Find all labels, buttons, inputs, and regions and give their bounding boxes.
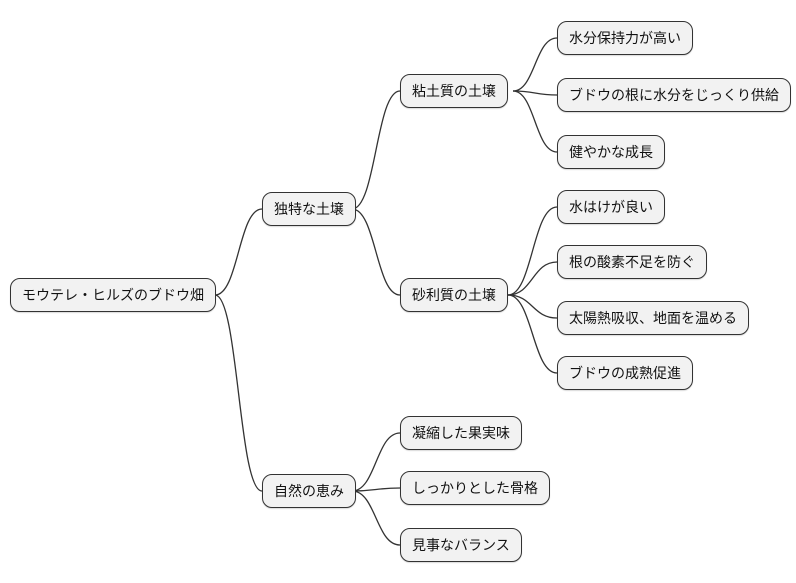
node-label: 粘土質の土壌 xyxy=(412,83,496,99)
node-nature-blessing[interactable]: 自然の恵み xyxy=(262,474,356,508)
edge-nature-firm-structure xyxy=(351,487,401,492)
node-unique-soil[interactable]: 独特な土壌 xyxy=(262,192,356,226)
node-label: 健やかな成長 xyxy=(569,144,653,160)
edge-root-nature-blessing xyxy=(214,294,263,492)
node-label: モウテレ・ヒルズのブドウ畑 xyxy=(22,287,204,303)
edge-unique-soil-clay-soil xyxy=(351,90,401,210)
edge-nature-great-balance xyxy=(351,490,401,546)
node-label: 水分保持力が高い xyxy=(569,30,681,46)
node-oxygen[interactable]: 根の酸素不足を防ぐ xyxy=(557,245,707,279)
node-label: 自然の恵み xyxy=(274,483,344,499)
node-firm-structure[interactable]: しっかりとした骨格 xyxy=(400,471,550,505)
node-label: 凝縮した果実味 xyxy=(412,425,510,441)
node-fruit-flavor[interactable]: 凝縮した果実味 xyxy=(400,416,522,450)
edge-gravel-solar-heat xyxy=(507,294,558,319)
edge-clay-water-supply xyxy=(512,90,558,96)
node-ripening[interactable]: ブドウの成熟促進 xyxy=(557,356,693,390)
node-label: 独特な土壌 xyxy=(274,201,344,217)
edge-root-unique-soil xyxy=(214,208,263,296)
edge-clay-water-retention xyxy=(512,37,558,92)
node-label: ブドウの根に水分をじっくり供給 xyxy=(569,87,779,103)
node-healthy-growth[interactable]: 健やかな成長 xyxy=(557,135,665,169)
node-water-supply[interactable]: ブドウの根に水分をじっくり供給 xyxy=(557,78,791,112)
node-root[interactable]: モウテレ・ヒルズのブドウ畑 xyxy=(10,278,216,312)
node-label: ブドウの成熟促進 xyxy=(569,365,681,381)
node-good-drainage[interactable]: 水はけが良い xyxy=(557,190,665,224)
edge-nature-fruit-flavor xyxy=(351,432,401,492)
edge-clay-healthy-growth xyxy=(512,90,558,153)
edge-gravel-good-drainage xyxy=(507,206,558,296)
node-water-retention[interactable]: 水分保持力が高い xyxy=(557,21,693,55)
node-gravel-soil[interactable]: 砂利質の土壌 xyxy=(400,278,508,312)
node-great-balance[interactable]: 見事なバランス xyxy=(400,528,522,562)
node-solar-heat[interactable]: 太陽熱吸収、地面を温める xyxy=(557,301,749,335)
node-label: 根の酸素不足を防ぐ xyxy=(569,254,695,270)
node-label: 太陽熱吸収、地面を温める xyxy=(569,310,737,326)
node-label: しっかりとした骨格 xyxy=(412,480,538,496)
edge-gravel-oxygen xyxy=(507,261,558,296)
node-label: 見事なバランス xyxy=(412,537,510,553)
node-label: 砂利質の土壌 xyxy=(412,287,496,303)
node-clay-soil[interactable]: 粘土質の土壌 xyxy=(400,74,508,108)
edge-unique-soil-gravel-soil xyxy=(351,208,401,296)
edge-gravel-ripening xyxy=(507,294,558,374)
node-label: 水はけが良い xyxy=(569,199,653,215)
